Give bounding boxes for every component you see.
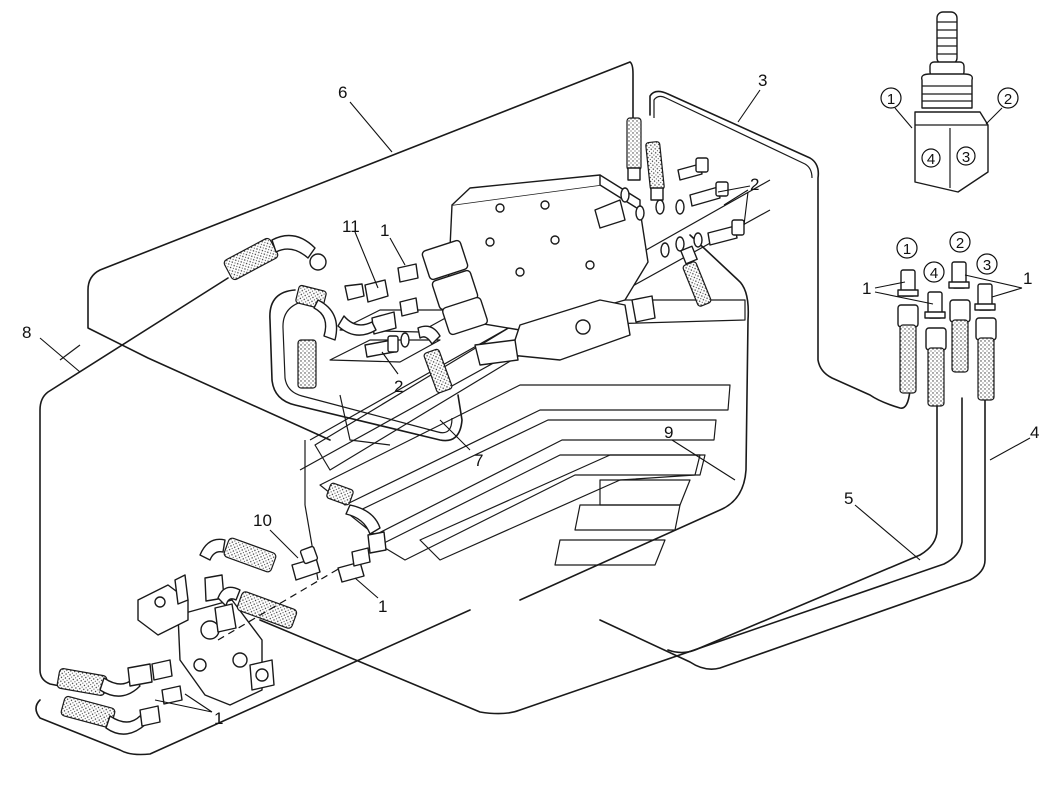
diverter-lower-hose-1 <box>56 668 108 696</box>
callout-1-right-left: 1 <box>862 279 871 298</box>
hose-5-line <box>667 404 938 654</box>
middle-fittings <box>217 482 387 641</box>
hose-8-line <box>39 277 229 687</box>
hose-routing-lines <box>35 61 986 756</box>
callout-7: 7 <box>474 451 483 470</box>
callout-1-diverter: 1 <box>214 709 223 728</box>
fitting-port-3: 3 <box>983 257 991 274</box>
joystick-port-labels: 1 2 3 4 <box>880 87 1019 168</box>
valve-bolt-6 <box>585 260 595 270</box>
bolts-and-washers-upper <box>620 157 745 258</box>
hose-6-end <box>626 117 642 171</box>
joystick-boot <box>920 73 974 109</box>
right-hose-3 <box>977 337 995 401</box>
diverter-solenoid <box>137 584 189 636</box>
routing-frame-1 <box>339 394 391 446</box>
callout-5: 5 <box>844 489 853 508</box>
washer-1 <box>620 187 630 203</box>
callout-9: 9 <box>664 423 673 442</box>
callout-2-lower: 2 <box>394 377 403 396</box>
right-hose-4 <box>927 347 945 407</box>
hose-8-return-line <box>35 609 471 756</box>
washer-7 <box>693 232 703 248</box>
fitting-11 <box>364 279 389 303</box>
valve-bolt-4 <box>550 235 560 245</box>
fitting-port-4: 4 <box>930 265 938 282</box>
joystick-base <box>914 111 989 193</box>
valve-right-fitting <box>631 295 656 323</box>
diverter-hose-2 <box>236 591 298 629</box>
joystick-control <box>914 11 989 193</box>
hose-9-end <box>682 261 712 307</box>
hose-bundle-chevrons <box>314 299 746 566</box>
fitting-1-upper <box>397 263 419 283</box>
valve-top-fitting <box>594 199 626 229</box>
fitting-port-1: 1 <box>903 241 911 258</box>
hose-6-line <box>87 61 634 441</box>
valve-bolt-3 <box>485 237 495 247</box>
joystick-port-2: 2 <box>1004 91 1012 108</box>
valve-bolt-5 <box>515 267 525 277</box>
joystick-port-3: 3 <box>962 149 970 166</box>
callout-1-valve: 1 <box>380 221 389 240</box>
hose-7-inner-line <box>282 299 453 434</box>
callout-8: 8 <box>22 323 31 342</box>
washer-4 <box>675 199 685 215</box>
callout-6: 6 <box>338 83 347 102</box>
valve-section-3 <box>441 296 489 336</box>
right-hose-1 <box>899 324 917 394</box>
valve-front-fitting <box>474 339 519 366</box>
fitting-port-2: 2 <box>956 235 964 252</box>
diverter-hose-1 <box>223 537 277 573</box>
hose-9-line <box>519 234 750 601</box>
right-hose-2 <box>951 319 969 373</box>
callout-1-right-right: 1 <box>1023 269 1032 288</box>
hose-3-line <box>649 90 911 409</box>
callout-1-middle: 1 <box>378 597 387 616</box>
fitting-1-middle <box>337 561 365 583</box>
right-hose-ends <box>897 261 997 407</box>
callout-labels: 6 3 2 11 1 8 2 7 9 10 1 1 4 5 1 1 <box>22 71 1039 728</box>
hose-3-end <box>645 141 665 191</box>
valve-top-hose-ends <box>626 117 712 307</box>
callout-leaders <box>39 89 1031 713</box>
washer-6 <box>675 236 685 252</box>
fitting-port-labels: 1 2 3 4 <box>896 231 998 283</box>
valve-bolt-2 <box>540 200 550 210</box>
bolt-upper-2 <box>689 186 721 207</box>
washer-2 <box>635 205 645 221</box>
callout-2-upper: 2 <box>750 175 759 194</box>
callout-10: 10 <box>253 511 272 530</box>
hose-7-line <box>269 289 463 442</box>
valve-section-1 <box>421 239 469 281</box>
hose-8-end <box>223 237 279 281</box>
callout-3: 3 <box>758 71 767 90</box>
control-valve-block <box>421 174 656 366</box>
bolt-upper-3 <box>707 225 738 246</box>
hose-middle-end <box>326 482 354 506</box>
callout-4: 4 <box>1030 423 1039 442</box>
hose-banjo-hose <box>423 348 453 394</box>
callout-11: 11 <box>342 217 360 236</box>
hose-5b-line <box>259 397 963 715</box>
washer-5 <box>660 242 670 258</box>
washer-3 <box>655 199 665 215</box>
valve-left-hoses <box>223 234 453 394</box>
hose-4-line <box>599 399 986 670</box>
hose-3-inner-line <box>653 95 813 179</box>
joystick-port-1: 1 <box>887 91 895 108</box>
joystick-port-4: 4 <box>927 151 935 168</box>
valve-bolt-1 <box>495 203 505 213</box>
